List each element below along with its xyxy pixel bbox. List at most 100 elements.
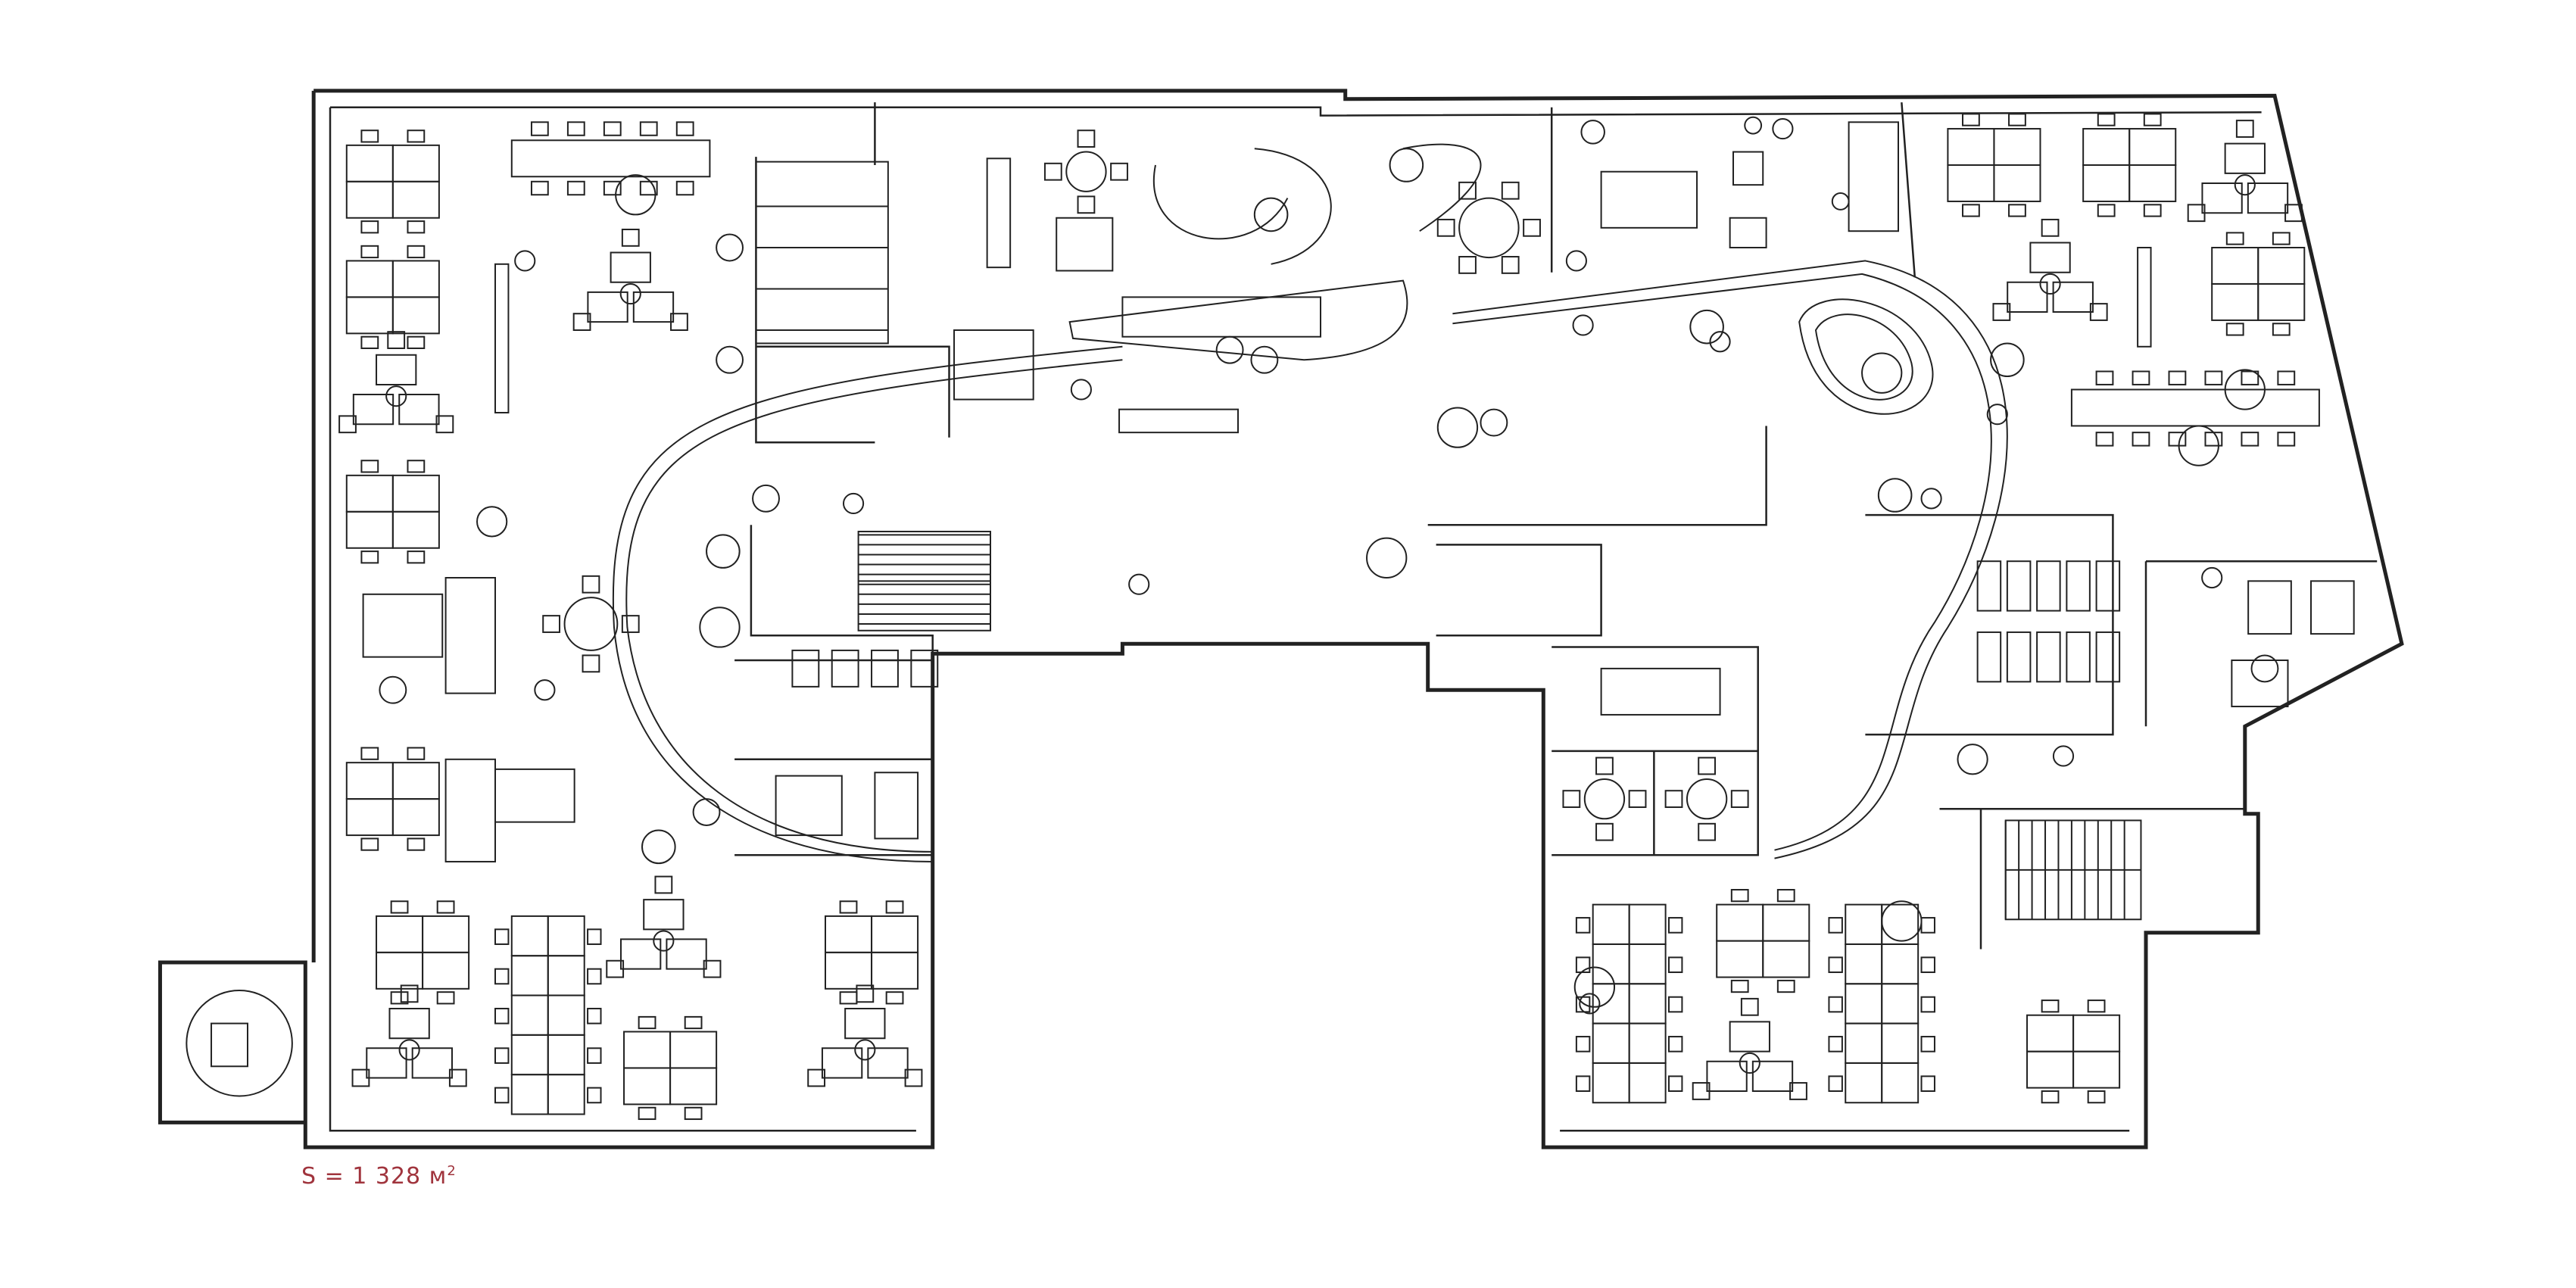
table-kitchen-chair [621, 615, 640, 633]
cluster-bottom-hub [653, 930, 675, 952]
cluster-bottom-2-chair [400, 984, 419, 1003]
pool-outer [1798, 298, 1934, 415]
bench-chair [603, 121, 622, 136]
cluster-bottom-3-chair [904, 1068, 923, 1087]
cluster-right-desk [2224, 142, 2266, 174]
desk-br-col-1-desk [1628, 1022, 1667, 1064]
cluster-left-desk [398, 394, 440, 426]
bench-right-chair [2132, 370, 2150, 385]
table-round-meet-chair [1523, 218, 1541, 237]
table-round-meet-chair [1501, 181, 1520, 200]
plant [1070, 379, 1092, 401]
bench-chair [530, 121, 549, 136]
wc-cubicle [2066, 631, 2091, 683]
plant [641, 829, 676, 865]
desk-bottom-3-desk [669, 1067, 718, 1106]
desk-bottom-2-chair [885, 991, 904, 1005]
desk-br-col-2-chair [1920, 917, 1935, 934]
desk-right-2-chair [2097, 113, 2116, 126]
stairs [755, 161, 2142, 921]
plant [716, 233, 744, 262]
cluster-bottom-2-desk [388, 1007, 430, 1040]
plant [2201, 566, 2223, 589]
bench-right-chair [2132, 432, 2150, 447]
plants [379, 116, 2279, 1015]
cluster-right-2-chair [1992, 303, 2011, 321]
table-center-1-chair [1077, 129, 1096, 148]
plant [699, 607, 741, 648]
cluster-right-2-chair [2041, 218, 2060, 237]
desk-bottom-col-desk [510, 1034, 549, 1076]
bench-right-chair [2095, 370, 2114, 385]
wall-wc-right [1865, 513, 2114, 736]
table-round-meet-chair [1458, 181, 1477, 200]
plant [476, 506, 508, 538]
area-label: S = 1 328 м2 [301, 1163, 457, 1190]
storage-shelving [755, 161, 889, 345]
desk-left-4-chair [360, 747, 379, 760]
pod-sofa [211, 1022, 249, 1068]
desk-br-col-2-chair [1920, 1036, 1935, 1053]
cluster-left-chair [338, 415, 357, 434]
desk-left-1-desk [345, 180, 394, 219]
table-center-1-table [1065, 151, 1107, 192]
cluster-bottom-2-desk [366, 1047, 407, 1079]
bench-center [1118, 408, 1240, 434]
bench-right-chair [2204, 432, 2223, 447]
desk-right-2-desk [2128, 164, 2177, 202]
desk-br-col-2-chair [1828, 996, 1843, 1013]
bench-chair [603, 180, 622, 196]
desk-bottom-3-chair [684, 1015, 703, 1030]
sofa-curve-3 [1402, 143, 1482, 232]
desk-br-col-2-desk [1881, 983, 1920, 1024]
plant [1990, 342, 2025, 378]
desk-br-col-2-desk [1881, 1022, 1920, 1064]
wc-cubicle [2095, 560, 2121, 612]
desk-bottom-3-chair [638, 1015, 656, 1030]
cluster-bottom-chair [703, 959, 722, 978]
cluster-bottom-3-desk [867, 1047, 909, 1079]
corridor-right [1452, 260, 2008, 859]
bench-right-chair [2095, 432, 2114, 447]
bench-right-chair [2168, 370, 2187, 385]
wall-meeting-bottom [1552, 646, 1759, 751]
desk-left-3-chair [360, 550, 379, 564]
desk-bottom-1-chair [390, 900, 409, 914]
lounge-sofa [775, 775, 843, 837]
desk-right-1-desk [1993, 164, 2041, 202]
desk-br-col-2-desk [1845, 1022, 1883, 1064]
desk-br-col-1-chair [1575, 1036, 1591, 1053]
desk-right-3-desk [2257, 247, 2306, 285]
desk-left-4-desk [345, 762, 394, 800]
desk-right-2-chair [2097, 204, 2116, 217]
desk-br-col-2-desk [1881, 943, 1920, 985]
desk-br-col-2-desk [1845, 983, 1883, 1024]
desk-bottom-3-chair [638, 1106, 656, 1121]
phone-table-2-chair [1664, 790, 1683, 809]
desk-br-col-2-chair [1920, 1075, 1935, 1092]
plant [1572, 314, 1594, 336]
desk-left-1-chair [407, 220, 426, 234]
desk-bottom-1-desk [376, 951, 424, 990]
desk-br-2-chair [2087, 1000, 2106, 1013]
desk-bottom-3-desk [623, 1067, 672, 1106]
desk-br-col-1-desk [1592, 1022, 1630, 1064]
desk-right-3-chair [2272, 323, 2291, 336]
desk-left-1-desk [345, 144, 394, 182]
desk-bottom-1-chair [390, 991, 409, 1005]
desk-br-col-1-chair [1667, 917, 1683, 934]
desk-left-3-desk [391, 510, 440, 549]
desk-bottom-col-desk [510, 994, 549, 1036]
desk-bottom-3-desk [669, 1031, 718, 1069]
desk-left-4-desk [345, 798, 394, 837]
bench-right-chair [2277, 370, 2296, 385]
plant [1689, 309, 1724, 345]
cluster-left-2-chair [572, 313, 591, 332]
desk-br-col-2-desk [1845, 943, 1883, 985]
desk-left-2-desk [391, 296, 440, 335]
lounge-chair [874, 772, 919, 840]
cluster-bottom-2-desk [411, 1047, 454, 1079]
desk-bottom-col-chair [494, 1007, 510, 1024]
table-kitchen-chair [542, 615, 561, 633]
cluster-br-desk [1706, 1060, 1748, 1092]
